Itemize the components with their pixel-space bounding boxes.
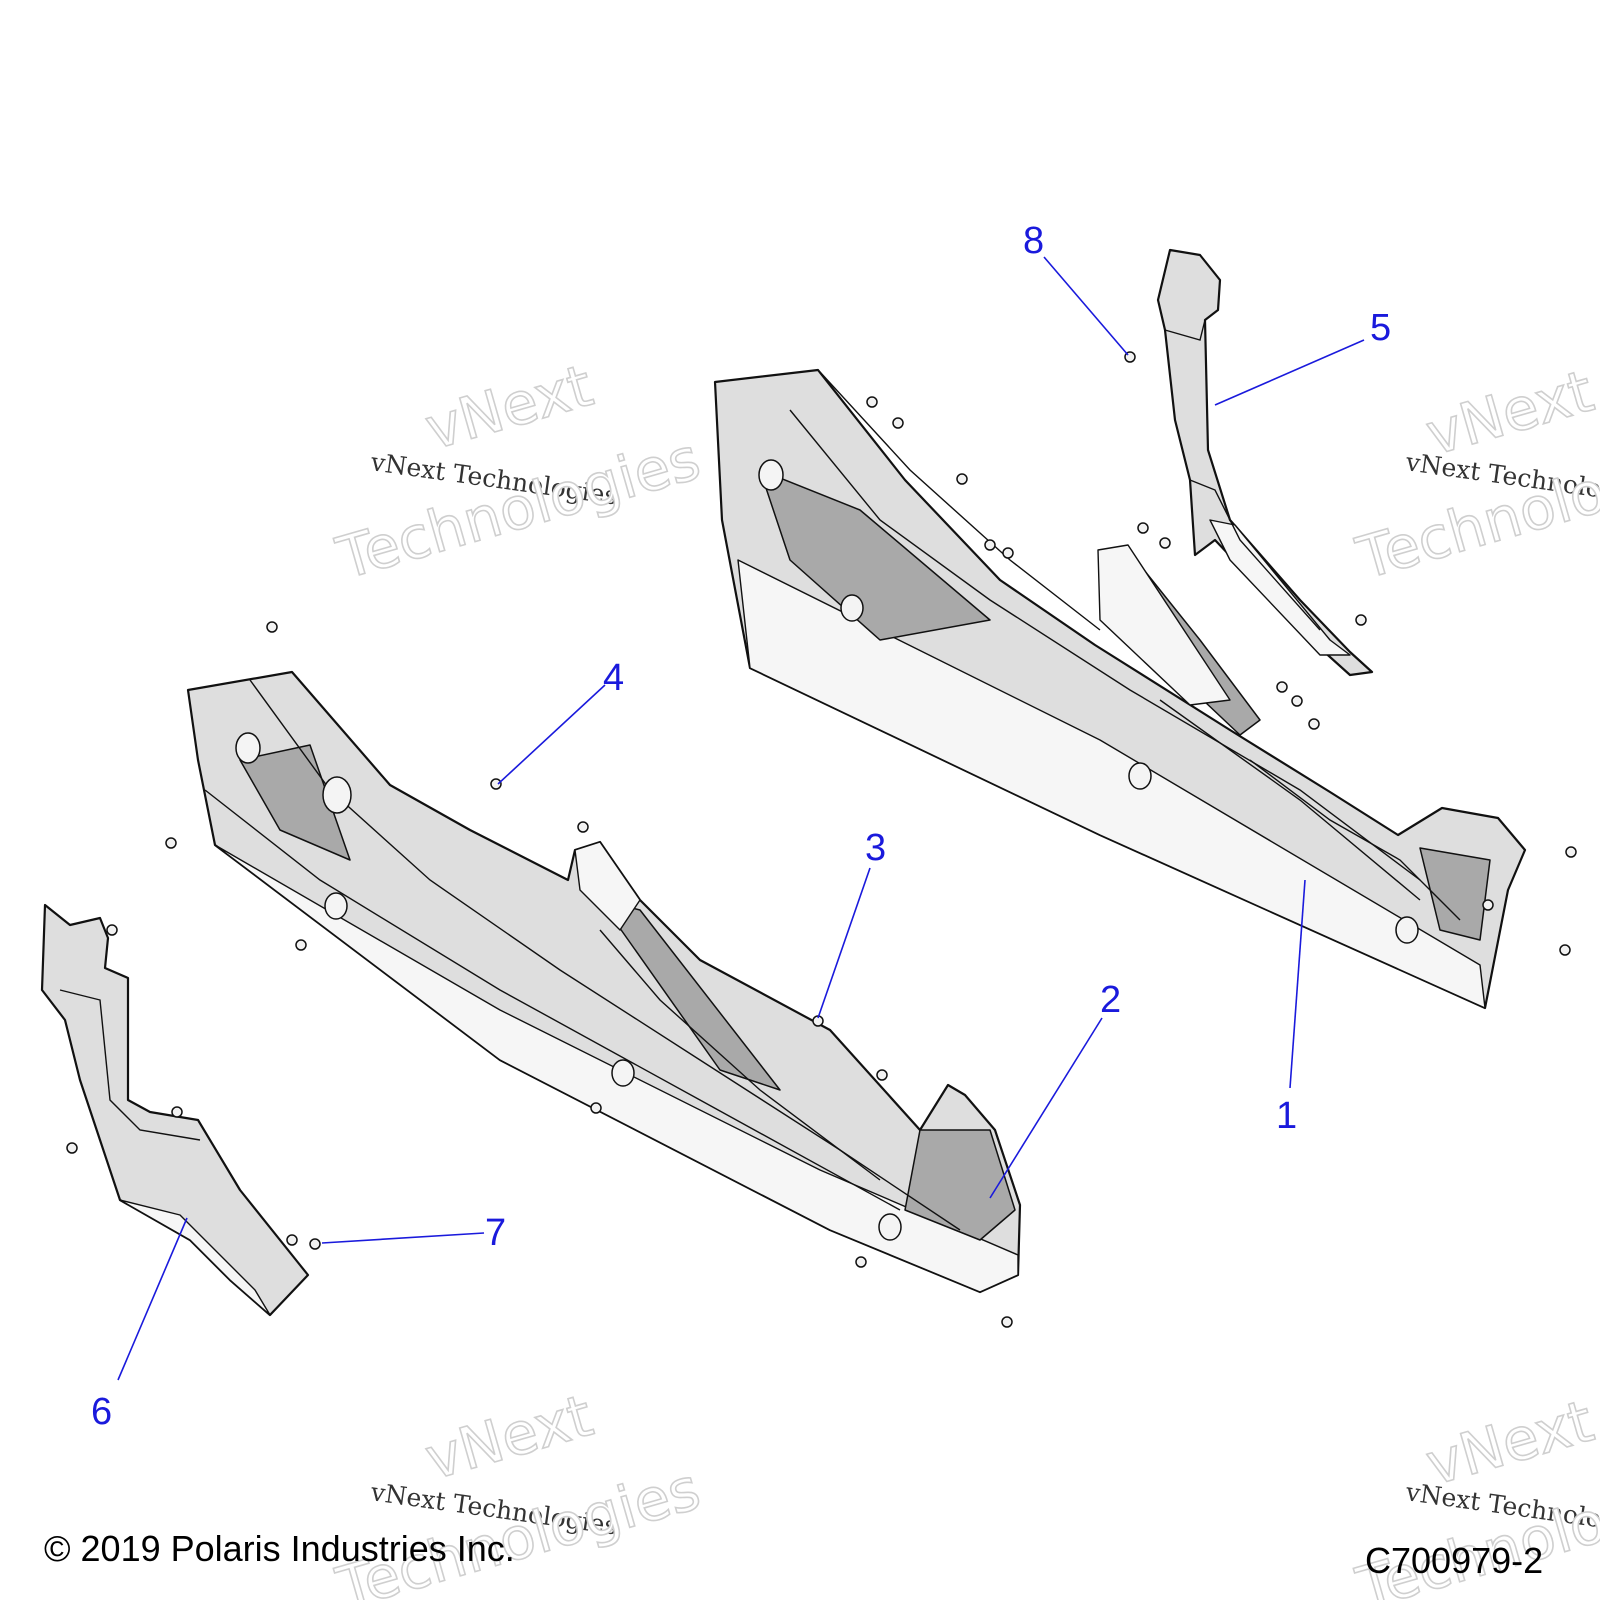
copyright-text: © 2019 Polaris Industries Inc.	[44, 1528, 515, 1569]
callouts: 1 2 3 4 5 6 7 8	[91, 220, 1391, 1433]
callout-2: 2	[1100, 979, 1121, 1021]
leader-line-4	[497, 684, 606, 785]
callout-5: 5	[1370, 307, 1391, 349]
part-5-trim-right	[1156, 248, 1374, 677]
watermark-text: vNext	[1419, 357, 1600, 469]
callout-6: 6	[91, 1391, 112, 1433]
callout-8: 8	[1023, 220, 1044, 262]
watermark-text: vNext	[418, 351, 600, 463]
part-2-rocker-panel-left	[186, 670, 1022, 1294]
leader-line-3	[817, 867, 871, 1019]
leader-line-2	[989, 1017, 1103, 1199]
callout-3: 3	[865, 827, 886, 869]
figure-code: C700979-2	[1365, 1540, 1544, 1581]
part-6-trim-left	[40, 903, 310, 1317]
leader-line-6	[117, 1217, 188, 1381]
leader-line-8	[1043, 256, 1129, 356]
callout-4: 4	[603, 657, 624, 699]
leader-line-1	[1289, 879, 1306, 1089]
watermark-text: vNext	[418, 1381, 600, 1493]
callout-1: 1	[1276, 1095, 1297, 1137]
leader-lines	[117, 256, 1365, 1381]
part-1-rocker-panel-right	[713, 368, 1527, 1010]
leader-line-7	[321, 1232, 485, 1244]
fasteners	[66, 351, 1577, 1328]
leader-line-5	[1214, 339, 1365, 406]
callout-7: 7	[485, 1212, 506, 1254]
watermark-text: vNext	[1419, 1387, 1600, 1499]
